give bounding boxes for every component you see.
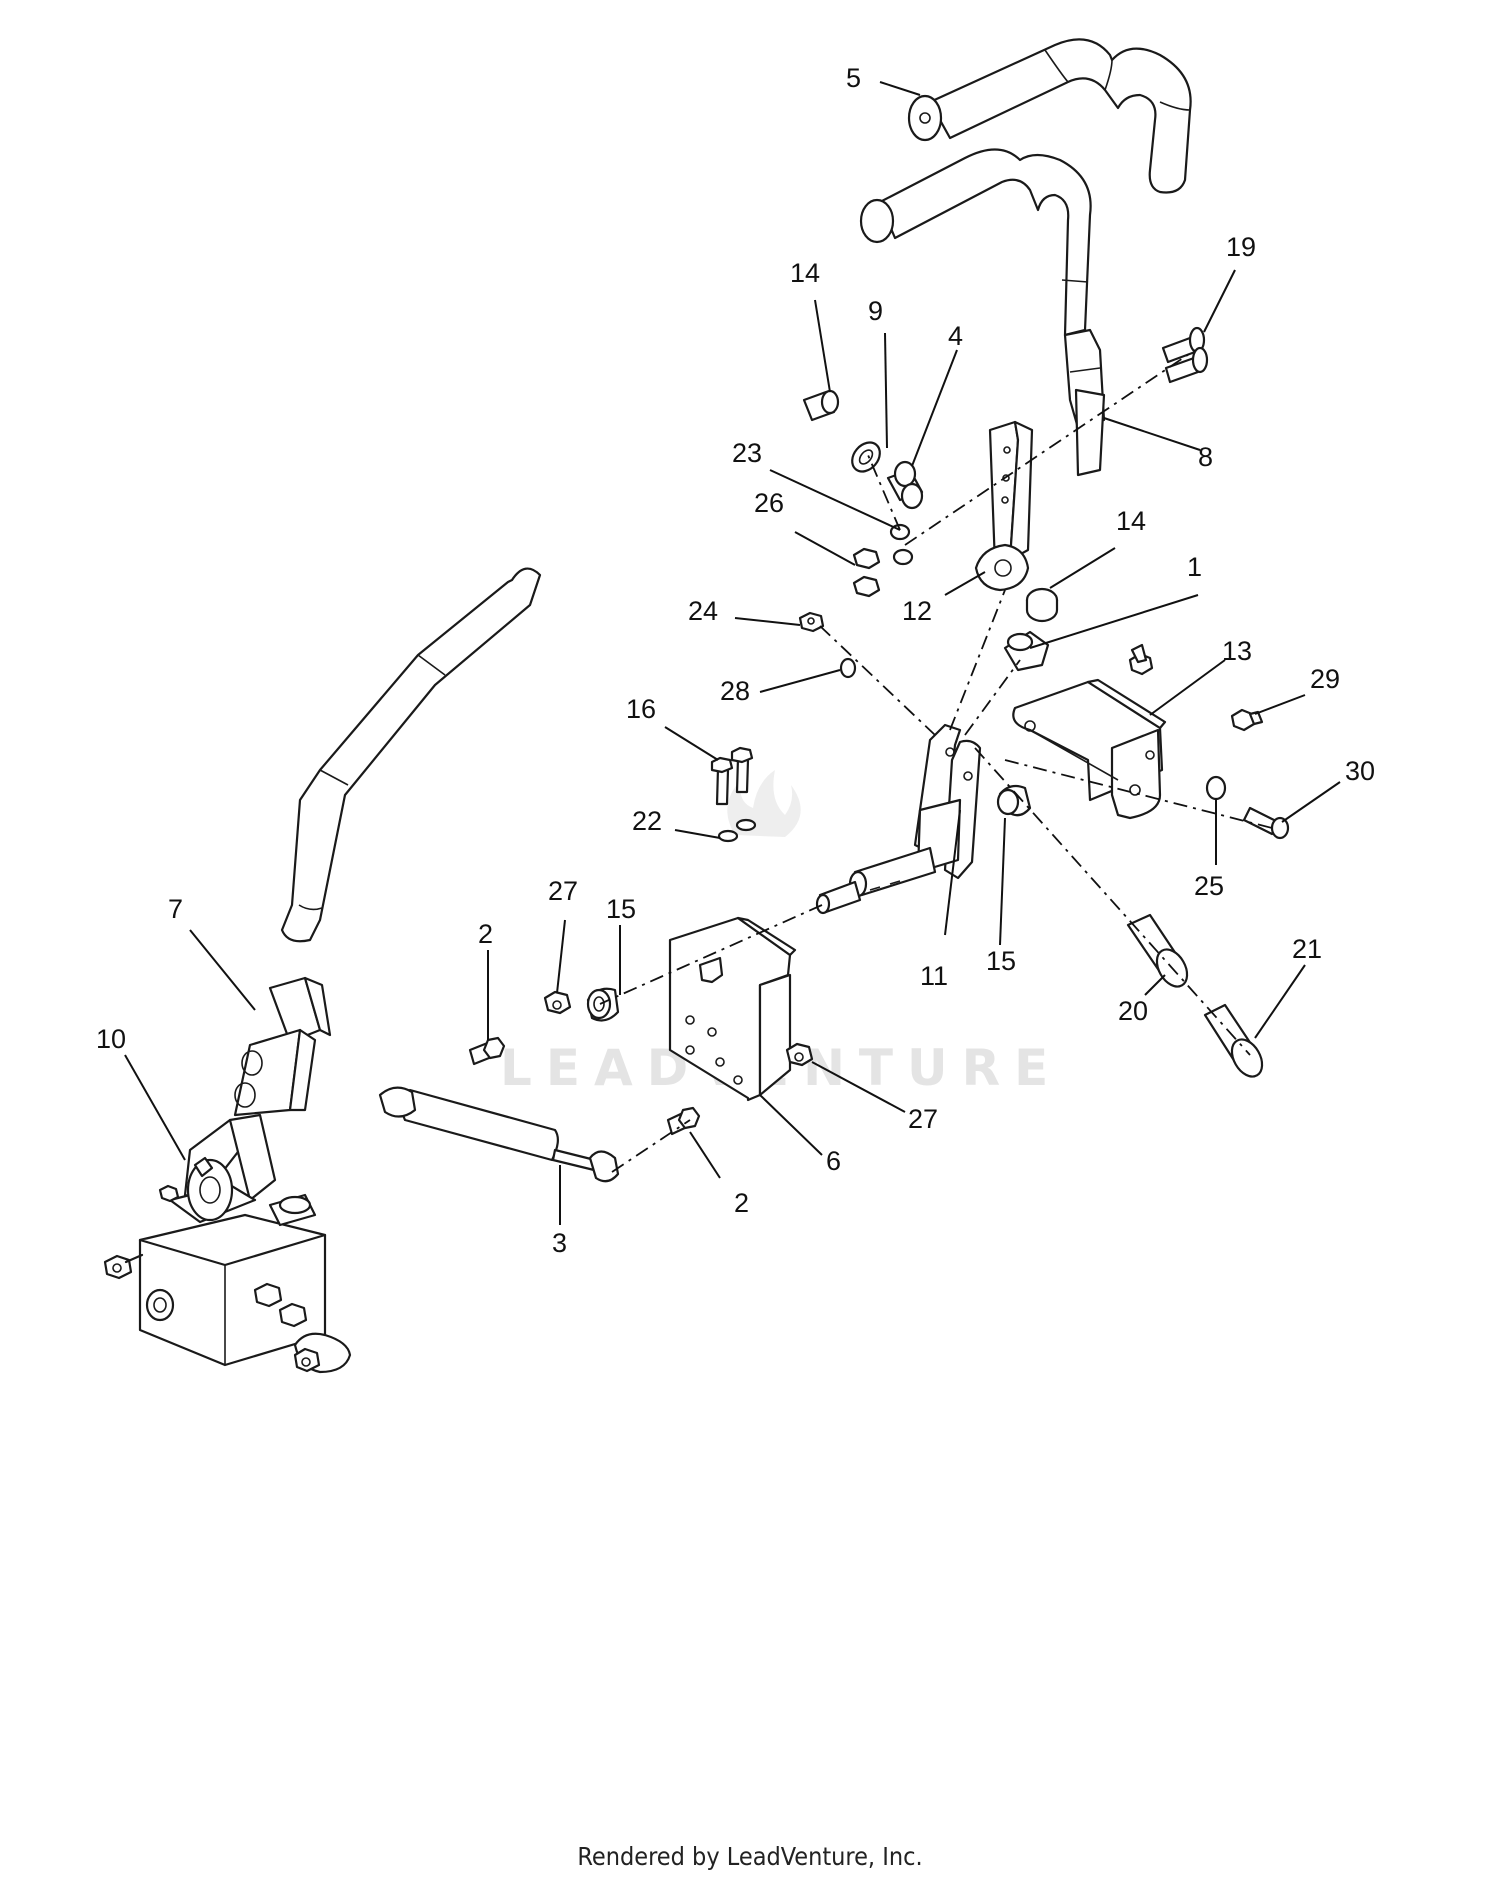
callout-14-mid: 14 [1116,506,1146,536]
part-29-bolt [1128,643,1264,732]
part-13-bracket [1012,678,1167,820]
callout-24: 24 [688,596,718,626]
part-24-nut [798,611,825,633]
callout-2-lower: 2 [734,1188,749,1218]
callout-30: 30 [1345,756,1375,786]
callout-9: 9 [868,296,883,326]
part-22-washers [717,818,757,843]
callout-leaders [124,81,1341,1225]
callout-4: 4 [948,321,963,351]
callout-13: 13 [1222,636,1252,666]
part-5-handle-right-upper [907,38,1192,194]
part-12-mount-arm [974,420,1034,592]
callout-27-lower: 27 [908,1104,938,1134]
part-6-mount-plate [668,916,797,1102]
assembly-axis-lines [599,349,1273,1173]
callout-14-upper: 14 [790,258,820,288]
callout-22: 22 [632,806,662,836]
part-23-washers [889,523,914,566]
callout-15-left: 15 [606,894,636,924]
part-25-washer [1205,775,1227,801]
part-3-damper [378,1086,620,1183]
part-27-nut-upper [543,990,572,1015]
render-credit: Rendered by LeadVenture, Inc. [577,1842,923,1871]
part-14-bushing-upper [802,389,840,422]
part-26-nuts [852,547,881,598]
part-16-bolts [710,746,754,806]
callout-16: 16 [626,694,656,724]
part-9-washer [851,441,881,473]
callout-19: 19 [1226,232,1256,262]
part-14-bushing-mid [1025,587,1059,623]
callout-12: 12 [902,596,932,626]
callout-5: 5 [846,63,861,93]
callout-1: 1 [1187,552,1202,582]
callout-7: 7 [168,894,183,924]
callout-26: 26 [754,488,784,518]
callout-27-upper: 27 [548,876,578,906]
callout-6: 6 [826,1146,841,1176]
part-28-washer [839,657,857,679]
callout-11: 11 [920,961,948,991]
callout-10: 10 [96,1024,126,1054]
part-1-spacer [1003,630,1050,672]
callout-21: 21 [1292,934,1322,964]
callout-20: 20 [1118,996,1148,1026]
part-8-lever-right [859,148,1106,477]
part-15-bushing-left [586,987,620,1022]
part-4-spacer [886,460,924,510]
part-7-lever-left [233,567,542,1117]
part-15-bushing-right [996,784,1032,817]
callout-15-right: 15 [986,946,1016,976]
callout-8: 8 [1198,442,1213,472]
callout-23: 23 [732,438,762,468]
part-2-stud-lower [666,1106,701,1136]
part-11-pivot-shaft [815,723,982,915]
callout-28: 28 [720,676,750,706]
part-19-bolts [1161,326,1209,384]
part-2-stud-upper [468,1036,506,1066]
callout-3: 3 [552,1228,567,1258]
callout-labels: 5 19 14 9 4 8 23 26 14 1 12 24 28 13 29 … [96,63,1375,1258]
part-27-nut-lower [785,1042,814,1067]
callout-2-upper: 2 [478,919,493,949]
callout-29: 29 [1310,664,1340,694]
part-10-control-base [103,1113,352,1374]
callout-25: 25 [1194,871,1224,901]
